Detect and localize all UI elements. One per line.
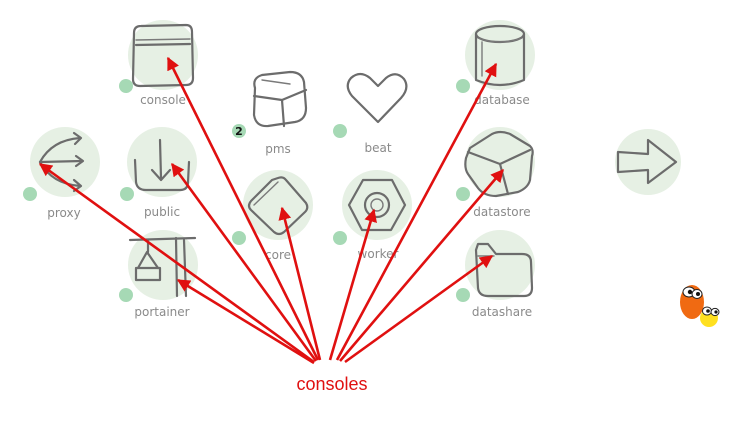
- console-status-dot: [119, 79, 133, 93]
- hex-nut-icon: [347, 178, 407, 232]
- window-icon: [131, 23, 195, 88]
- arrow-to-datastore: [339, 169, 504, 362]
- status-dots: [23, 79, 470, 302]
- portainer-status-dot: [119, 288, 133, 302]
- pms-status-dot: [232, 124, 246, 138]
- cylinder-icon: [474, 24, 526, 87]
- database-label: database: [474, 93, 530, 107]
- datastore-status-dot: [456, 187, 470, 201]
- right-arrow-icon: [616, 138, 678, 185]
- cube-icon: [252, 70, 308, 128]
- proxy-label: proxy: [47, 206, 80, 220]
- consoles-callout-label: consoles: [296, 374, 367, 394]
- portainer-label: portainer: [134, 305, 189, 319]
- arrow-to-proxy: [38, 162, 315, 364]
- public-label: public: [144, 205, 180, 219]
- datashare-bubble: [465, 230, 535, 300]
- box-icon: [464, 130, 534, 198]
- public-bubble: [127, 127, 197, 197]
- console-bubble: [128, 20, 198, 90]
- pms-label: pms: [265, 142, 291, 156]
- heart-icon: [346, 72, 408, 124]
- diamond-icon: [247, 176, 309, 236]
- datastore-label: datastore: [473, 205, 530, 219]
- core-label: core: [265, 248, 291, 262]
- arrow-to-console: [166, 56, 320, 361]
- arrow-to-portainer: [176, 278, 315, 365]
- database-status-dot: [456, 79, 470, 93]
- arrow-bubble: [615, 129, 681, 195]
- datastore-bubble: [465, 127, 535, 197]
- console-label: console: [140, 93, 186, 107]
- arrow-to-core: [278, 206, 322, 361]
- arrow-to-datashare: [344, 254, 494, 364]
- googly-eyes-mascot-icon: [680, 285, 720, 327]
- arrow-to-worker: [328, 208, 377, 361]
- beat-status-dot: [333, 124, 347, 138]
- pms-badge: 2: [235, 125, 243, 138]
- public-status-dot: [120, 187, 134, 201]
- bubbles: [30, 20, 681, 300]
- worker-status-dot: [333, 231, 347, 245]
- proxy-status-dot: [23, 187, 37, 201]
- worker-label: worker: [358, 247, 399, 261]
- datashare-label: datashare: [472, 305, 532, 319]
- fan-out-arrows-icon: [38, 131, 85, 193]
- datashare-status-dot: [456, 288, 470, 302]
- callout-arrows: [38, 56, 504, 365]
- beat-label: beat: [364, 141, 391, 155]
- core-status-dot: [232, 231, 246, 245]
- arrow-to-database: [335, 62, 498, 361]
- arrow-to-public: [170, 162, 318, 362]
